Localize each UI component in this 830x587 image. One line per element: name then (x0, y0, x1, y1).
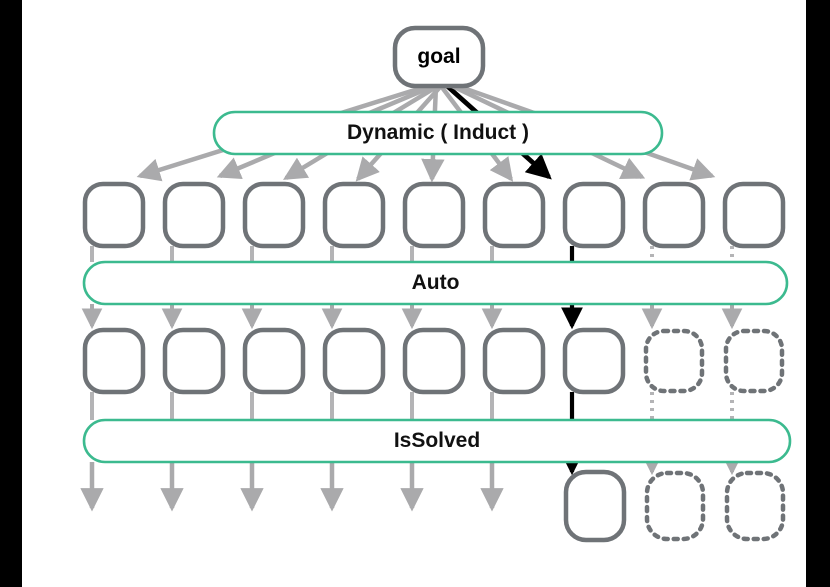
node-row-2 (82, 327, 785, 395)
row1-node-1[interactable] (82, 181, 146, 249)
row2-node-9-pruned[interactable] (723, 328, 785, 394)
row2-node-6[interactable] (482, 327, 546, 395)
connectors-row2-to-issolved (90, 392, 734, 420)
tactic-bar-issolved[interactable] (82, 418, 792, 464)
node-row-3 (563, 469, 786, 543)
row2-node-7[interactable] (562, 327, 626, 395)
diagram-canvas: goal Dynamic ( Induct ) Auto IsSolved (22, 0, 806, 587)
row1-node-2[interactable] (162, 181, 226, 249)
row1-node-6[interactable] (482, 181, 546, 249)
row2-node-8-pruned[interactable] (643, 328, 705, 394)
row1-node-3[interactable] (242, 181, 306, 249)
row2-node-2[interactable] (162, 327, 226, 395)
row2-node-4[interactable] (322, 327, 386, 395)
goal-node[interactable] (392, 25, 486, 89)
row1-node-4[interactable] (322, 181, 386, 249)
row2-node-5[interactable] (402, 327, 466, 395)
row3-node-7[interactable] (563, 469, 627, 543)
connectors-auto-to-row2 (81, 304, 743, 330)
row1-node-5[interactable] (402, 181, 466, 249)
diagram-vector-layer (80, 25, 792, 543)
row3-node-9-pruned[interactable] (724, 470, 786, 542)
connectors-issolved-to-row3 (80, 453, 743, 512)
row2-node-1[interactable] (82, 327, 146, 395)
tactic-bar-dynamic-induct[interactable] (212, 110, 664, 156)
node-row-1 (82, 181, 786, 249)
row2-node-3[interactable] (242, 327, 306, 395)
connectors-row1-to-auto (90, 246, 734, 262)
row1-node-7[interactable] (562, 181, 626, 249)
goal-node-label: goal (417, 45, 461, 68)
row1-node-8[interactable] (642, 181, 706, 249)
tactic-bar-auto[interactable] (82, 260, 789, 306)
row3-node-8-pruned[interactable] (644, 470, 706, 542)
row1-node-9[interactable] (722, 181, 786, 249)
